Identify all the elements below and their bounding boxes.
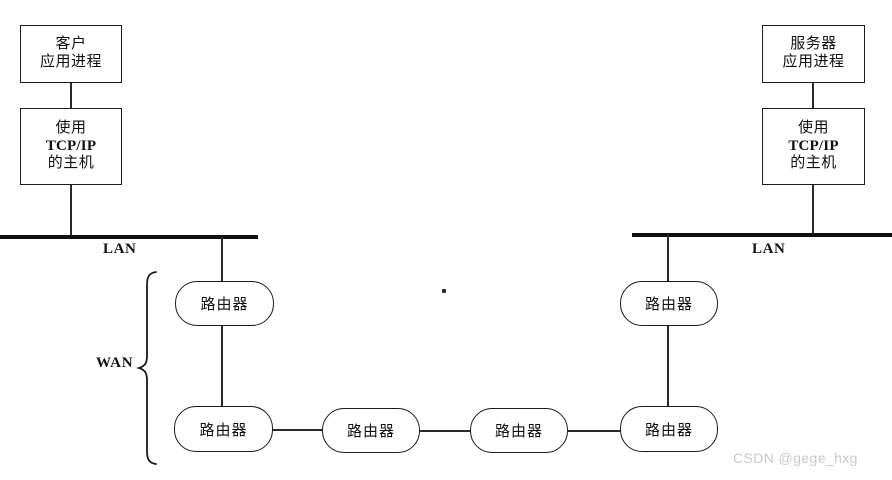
watermark-text: CSDN @gege_hxg (733, 450, 858, 466)
client-process-label-line1: 客户 (55, 36, 87, 53)
server-host-label-line1: 使用 (797, 119, 829, 136)
server-process-label-line2: 应用进程 (782, 54, 845, 70)
connector-router-left-top-to-bottom (221, 326, 223, 406)
router-mid-left-label: 路由器 (346, 424, 395, 440)
lan-label-right: LAN (752, 241, 786, 257)
connector-client-host-to-lan (70, 185, 72, 237)
connector-router-right-bottom-to-top (667, 326, 669, 406)
server-application-process-box: 服务器 应用进程 (762, 25, 865, 83)
connector-lan-right-to-router-top (667, 235, 669, 281)
router-right-bottom: 路由器 (620, 406, 718, 452)
connector-server-process-to-host (812, 83, 814, 108)
connector-router-left-bottom-to-mid-left (273, 429, 323, 431)
router-left-bottom-label: 路由器 (199, 422, 248, 439)
server-host-box: 使用 TCP/IP 的主机 (762, 108, 865, 185)
router-right-bottom-label: 路由器 (644, 422, 693, 439)
router-left-top-label: 路由器 (200, 297, 249, 313)
router-mid-left: 路由器 (322, 408, 420, 453)
router-mid-right-label: 路由器 (494, 424, 543, 440)
connector-server-host-to-lan (812, 185, 814, 235)
router-right-top: 路由器 (620, 281, 718, 326)
lan-bus-right (632, 233, 892, 237)
lan-label-left: LAN (103, 241, 137, 257)
connector-client-process-to-host (70, 83, 72, 108)
connector-router-mid-left-to-mid-right (419, 430, 471, 432)
router-mid-right: 路由器 (470, 408, 568, 453)
wan-brace-icon (136, 271, 157, 465)
client-host-box: 使用 TCP/IP 的主机 (20, 108, 122, 185)
lan-bus-left (0, 235, 258, 239)
client-host-label-line1: 使用 (55, 119, 87, 136)
server-host-label-line2: TCP/IP (788, 137, 839, 154)
server-process-label-line1: 服务器 (790, 36, 837, 53)
scan-artifact-speck (442, 289, 446, 293)
server-host-label-line3: 的主机 (790, 155, 837, 172)
router-left-top: 路由器 (175, 281, 274, 326)
connector-router-mid-right-to-right-bottom (567, 430, 621, 432)
client-process-label-line2: 应用进程 (39, 54, 102, 70)
connector-lan-left-to-router-top (221, 237, 223, 281)
router-right-top-label: 路由器 (644, 297, 693, 313)
client-application-process-box: 客户 应用进程 (20, 25, 122, 83)
wan-label: WAN (96, 355, 134, 371)
client-host-label-line2: TCP/IP (45, 137, 97, 154)
client-host-label-line3: 的主机 (47, 155, 95, 172)
router-left-bottom: 路由器 (174, 406, 273, 452)
